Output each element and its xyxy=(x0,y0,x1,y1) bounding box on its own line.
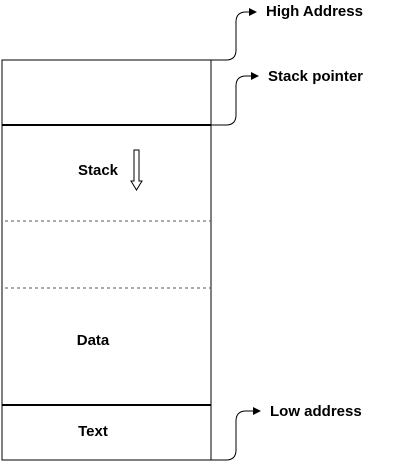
low-address-label: Low address xyxy=(270,403,362,420)
memory-block xyxy=(1,59,212,461)
data-label: Data xyxy=(77,332,110,349)
stack-label: Stack xyxy=(78,162,119,179)
text-label: Text xyxy=(78,423,108,440)
stack-pointer-connector xyxy=(211,72,259,126)
stack-growth-down-arrow-icon xyxy=(130,149,143,191)
low-address-connector xyxy=(211,407,261,461)
high-address-connector xyxy=(211,8,257,61)
stack-pointer-label: Stack pointer xyxy=(268,68,363,85)
high-address-label: High Address xyxy=(266,3,363,20)
